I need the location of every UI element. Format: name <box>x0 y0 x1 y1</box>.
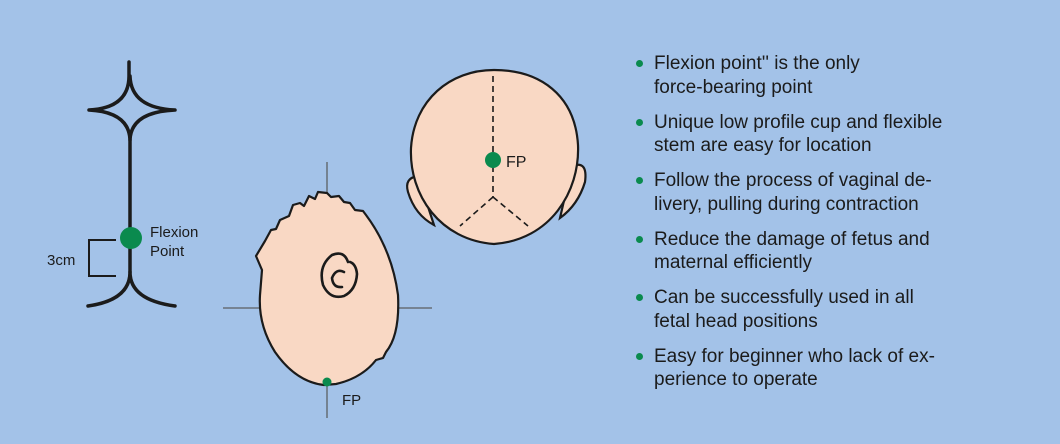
bullet-icon <box>636 60 643 67</box>
feature-text-line: Can be successfully used in all <box>654 287 914 308</box>
top-fp-label: FP <box>506 154 526 171</box>
bullet-icon <box>636 352 643 360</box>
feature-text-line: maternal efficiently <box>654 252 813 273</box>
feature-text-line: Reduce the damage of fetus and <box>654 228 930 250</box>
feature-text-line: Follow the process of vaginal de- <box>654 170 932 191</box>
bullet-icon <box>636 235 643 243</box>
top-view-sutures <box>459 76 529 227</box>
feature-text-line: stem are easy for location <box>654 135 872 156</box>
feature-list: Flexion point'' is the only force-bearin… <box>634 52 1044 403</box>
bullet-icon <box>636 118 643 126</box>
feature-item: Easy for beginner who lack of ex- perien… <box>634 345 1044 392</box>
flexion-point-label-line2: Point <box>150 243 185 260</box>
left-ear-icon <box>406 174 436 228</box>
bullet-icon <box>636 294 643 301</box>
feature-text-line: Flexion point'' is the only <box>654 53 860 74</box>
ear-icon <box>320 252 359 299</box>
feature-text-line: Unique low profile cup and flexible <box>654 111 943 133</box>
right-ear-icon <box>558 163 587 221</box>
instrument-cup <box>86 270 177 308</box>
bullet-icon <box>636 177 643 184</box>
feature-text-line: fetal head positions <box>654 310 818 332</box>
feature-text-line: perience to operate <box>654 369 818 390</box>
vacuum-instrument <box>86 60 177 308</box>
feature-item: Reduce the damage of fetus and maternal … <box>634 228 1044 275</box>
feature-text-line: livery, pulling during contraction <box>654 193 919 215</box>
feature-text-line: Easy for beginner who lack of ex- <box>654 345 935 367</box>
flexion-point-label-line1: Flexion <box>150 224 198 241</box>
flexion-point-marker <box>120 227 142 249</box>
instrument-top-handle <box>87 60 177 142</box>
top-view-ears <box>406 163 587 228</box>
top-fp-marker <box>485 152 501 168</box>
distance-bracket <box>88 239 116 277</box>
distance-label: 3cm <box>47 252 75 269</box>
feature-item: Unique low profile cup and flexible stem… <box>634 111 1044 158</box>
feature-item: Follow the process of vaginal de- livery… <box>634 169 1044 216</box>
side-view-head <box>254 190 400 387</box>
feature-item: Flexion point'' is the only force-bearin… <box>634 52 1044 99</box>
side-fp-marker <box>322 377 332 387</box>
feature-text-line: force-bearing point <box>654 76 813 98</box>
side-fp-label: FP <box>342 392 361 409</box>
feature-item: Can be successfully used in all fetal he… <box>634 286 1044 333</box>
